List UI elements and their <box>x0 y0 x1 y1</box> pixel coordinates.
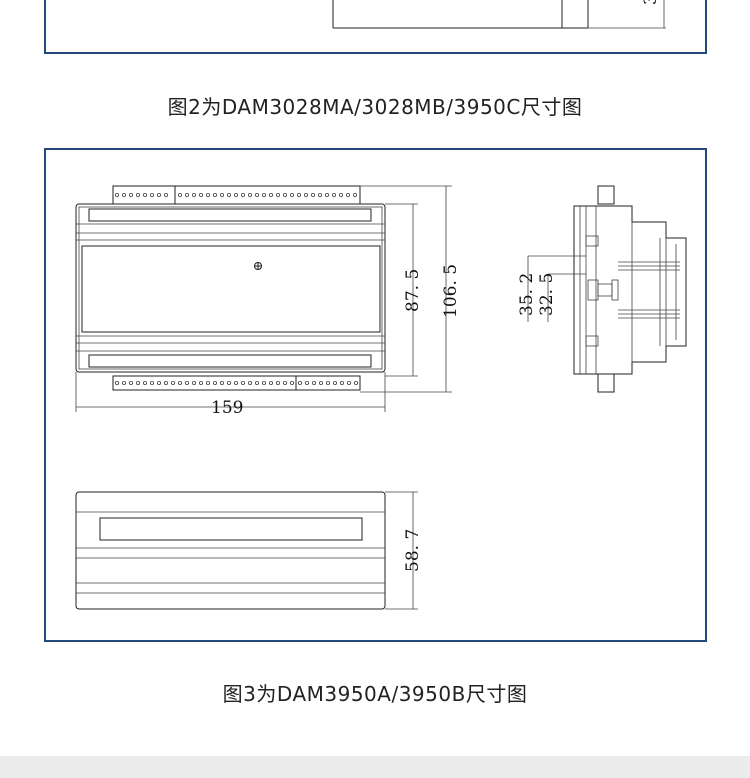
terminal-hole <box>128 380 133 385</box>
dim-inner-height: 87. 5 <box>403 269 423 312</box>
figure3-frame <box>44 148 707 642</box>
dim-side-a: 35. 2 <box>517 273 537 316</box>
terminal-hole <box>212 192 217 197</box>
din-rail-top <box>597 185 615 205</box>
figure2-drawing: 3 <box>332 0 666 29</box>
terminal-hole <box>332 380 337 385</box>
terminal-hole <box>310 192 315 197</box>
footer-band <box>0 756 750 778</box>
terminal-hole <box>135 192 140 197</box>
terminal-hole <box>156 380 161 385</box>
dim-depth: 58. 7 <box>403 529 423 572</box>
figure2-frame: 3 <box>44 0 707 54</box>
terminal-hole <box>135 380 140 385</box>
terminal-hole <box>198 192 203 197</box>
terminal-hole <box>268 192 273 197</box>
depth-view: 58. 7 <box>75 491 423 610</box>
terminal-hole <box>261 192 266 197</box>
terminal-hole <box>289 192 294 197</box>
terminal-hole <box>275 380 280 385</box>
terminal-hole <box>317 192 322 197</box>
terminal-hole <box>115 192 120 197</box>
terminal-hole <box>311 380 316 385</box>
terminal-hole <box>205 192 210 197</box>
terminal-hole <box>324 192 329 197</box>
label-strip-top <box>88 208 372 222</box>
terminal-block-bottom-right <box>295 375 361 391</box>
terminal-hole <box>115 380 120 385</box>
terminal-hole <box>122 380 127 385</box>
terminal-hole <box>156 192 161 197</box>
dim-fragment: 3 <box>641 0 661 5</box>
terminal-hole <box>282 380 287 385</box>
figure2-caption: 图2为DAM3028MA/3028MB/3950C尺寸图 <box>167 95 583 119</box>
terminal-hole <box>254 380 259 385</box>
terminal-hole <box>331 192 336 197</box>
terminal-hole <box>226 192 231 197</box>
terminal-hole <box>142 192 147 197</box>
terminal-hole <box>297 380 302 385</box>
front-panel <box>81 245 381 333</box>
terminal-hole <box>352 192 357 197</box>
terminal-holes-bottom <box>115 380 358 385</box>
din-rail-bottom <box>597 373 615 393</box>
terminal-hole <box>254 192 259 197</box>
terminal-hole <box>177 192 182 197</box>
terminal-hole <box>247 380 252 385</box>
terminal-hole <box>268 380 273 385</box>
terminal-hole <box>191 192 196 197</box>
dim-width: 159 <box>211 398 243 418</box>
terminal-hole <box>184 380 189 385</box>
label-strip-bottom <box>88 354 372 368</box>
depth-slot <box>99 517 363 541</box>
terminal-hole <box>338 192 343 197</box>
dim-outer-height: 106. 5 <box>441 264 461 318</box>
terminal-hole <box>289 380 294 385</box>
terminal-hole <box>163 192 168 197</box>
terminal-hole <box>184 192 189 197</box>
terminal-block-bottom-left <box>112 375 297 391</box>
terminal-hole <box>261 380 266 385</box>
terminal-hole <box>303 192 308 197</box>
terminal-hole <box>149 192 154 197</box>
terminal-hole <box>304 380 309 385</box>
terminal-hole <box>345 192 350 197</box>
terminal-hole <box>275 192 280 197</box>
terminal-hole <box>339 380 344 385</box>
terminal-hole <box>142 380 147 385</box>
terminal-hole <box>212 380 217 385</box>
terminal-hole <box>240 192 245 197</box>
terminal-hole <box>318 380 323 385</box>
side-view: 35. 2 32. 5 <box>517 185 687 393</box>
terminal-hole <box>177 380 182 385</box>
terminal-hole <box>240 380 245 385</box>
terminal-hole <box>296 192 301 197</box>
terminal-hole <box>233 380 238 385</box>
terminal-hole <box>219 192 224 197</box>
front-view: 159 87. 5 106. 5 <box>75 185 461 418</box>
terminal-hole <box>122 192 127 197</box>
terminal-hole <box>226 380 231 385</box>
terminal-hole <box>282 192 287 197</box>
terminal-hole <box>346 380 351 385</box>
terminal-hole <box>219 380 224 385</box>
terminal-hole <box>233 192 238 197</box>
dim-side-b: 32. 5 <box>537 273 557 316</box>
device-body <box>75 203 386 373</box>
terminal-hole <box>149 380 154 385</box>
depth-body <box>75 491 386 610</box>
terminal-hole <box>163 380 168 385</box>
terminal-hole <box>353 380 358 385</box>
figure3-caption: 图3为DAM3950A/3950B尺寸图 <box>222 682 528 706</box>
terminal-hole <box>198 380 203 385</box>
terminal-hole <box>128 192 133 197</box>
terminal-hole <box>191 380 196 385</box>
terminal-holes-top <box>115 192 357 197</box>
terminal-hole <box>247 192 252 197</box>
terminal-hole <box>205 380 210 385</box>
terminal-hole <box>170 380 175 385</box>
terminal-hole <box>325 380 330 385</box>
